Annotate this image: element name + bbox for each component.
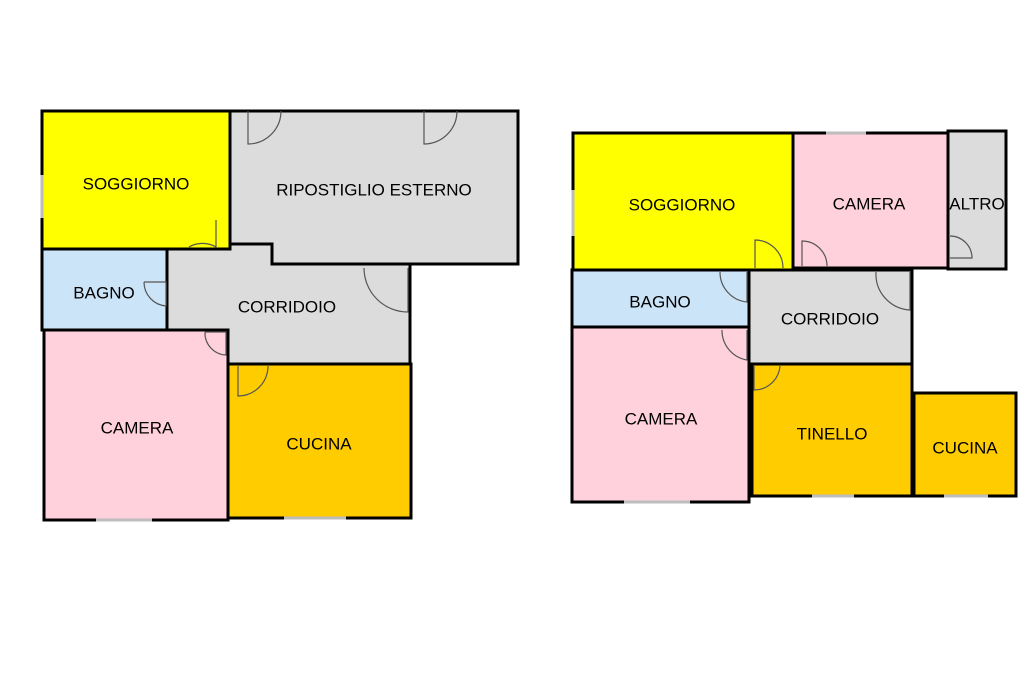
room-cucina-right xyxy=(912,391,1018,498)
door-arc xyxy=(247,110,282,145)
floor-plan-left: SOGGIORNO RIPOSTIGLIO ESTERNO BAGNO CORR… xyxy=(40,109,520,522)
label-altro: ALTRO xyxy=(949,194,1004,213)
door-arc xyxy=(188,220,217,249)
door-arc xyxy=(754,239,784,269)
door-arc xyxy=(204,331,227,356)
label-tinello: TINELLO xyxy=(797,424,868,443)
door-arc xyxy=(721,329,748,361)
room-altro-right xyxy=(946,129,1008,271)
floor-plan-right: SOGGIORNO CAMERA ALTRO BAGNO CORRIDOIO C… xyxy=(570,129,1018,504)
room-tinello-right xyxy=(750,362,914,498)
label-cucina: CUCINA xyxy=(932,438,998,457)
door-arc xyxy=(143,281,167,307)
door-arc xyxy=(875,271,911,311)
door-arc xyxy=(237,365,269,397)
label-ripostiglio-esterno: RIPOSTIGLIO ESTERNO xyxy=(276,180,472,199)
room-camera-left xyxy=(42,328,230,522)
label-camera: CAMERA xyxy=(101,418,174,437)
label-bagno: BAGNO xyxy=(629,292,690,311)
label-corridoio: CORRIDOIO xyxy=(238,297,336,316)
room-camera-right xyxy=(570,325,751,504)
door-arc xyxy=(949,235,973,259)
door-arc xyxy=(753,365,781,391)
label-soggiorno: SOGGIORNO xyxy=(629,195,736,214)
door-arc xyxy=(801,240,828,267)
label-bagno: BAGNO xyxy=(73,283,134,302)
label-camera-top: CAMERA xyxy=(833,194,906,213)
label-camera: CAMERA xyxy=(625,409,698,428)
label-corridoio: CORRIDOIO xyxy=(781,309,879,328)
door-arc xyxy=(719,271,748,303)
room-soggiorno-left xyxy=(40,109,232,251)
label-cucina: CUCINA xyxy=(286,434,352,453)
door-arc xyxy=(363,267,409,313)
room-camera-top-right xyxy=(791,131,950,270)
label-soggiorno: SOGGIORNO xyxy=(83,174,190,193)
room-cucina-left xyxy=(226,362,413,520)
door-arc xyxy=(423,110,458,145)
